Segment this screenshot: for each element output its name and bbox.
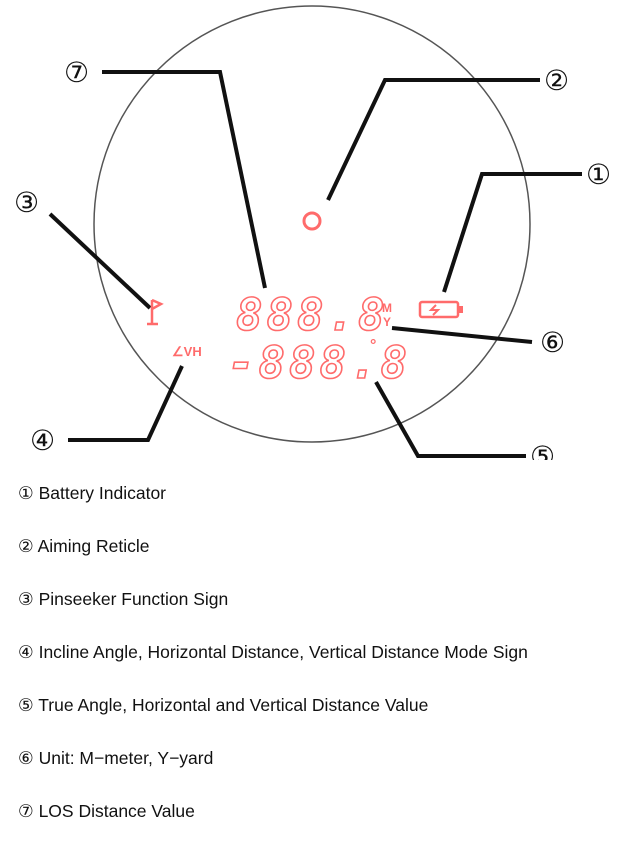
legend-number: ⑤ xyxy=(18,695,34,715)
legend-item-unit: ⑥ Unit: M−meter, Y−yard xyxy=(18,741,618,794)
legend-text: LOS Distance Value xyxy=(38,801,195,821)
callout-number-1: ① xyxy=(586,158,611,191)
legend-text: Aiming Reticle xyxy=(37,536,150,556)
callout-number-4: ④ xyxy=(30,424,55,457)
legend-text: Battery Indicator xyxy=(38,483,166,503)
legend-text: Incline Angle, Horizontal Distance, Vert… xyxy=(38,642,528,662)
legend-item-angle-value: ⑤ True Angle, Horizontal and Vertical Di… xyxy=(18,688,618,741)
field-of-view-circle xyxy=(93,5,531,443)
legend-number: ⑥ xyxy=(18,748,34,768)
legend-text: Pinseeker Function Sign xyxy=(38,589,229,609)
rangefinder-display-diagram: ⑦ ② ① ③ ⑥ ④ ⑤ 888.8 -888.8 M Y ∠VH ° xyxy=(14,5,611,460)
legend-item-mode-sign: ④ Incline Angle, Horizontal Distance, Ve… xyxy=(18,635,618,688)
legend-text: True Angle, Horizontal and Vertical Dist… xyxy=(38,695,429,715)
callout-number-5: ⑤ xyxy=(530,440,555,460)
legend-list: ① Battery Indicator ② Aiming Reticle ③ P… xyxy=(18,476,618,847)
legend-item-los-distance: ⑦ LOS Distance Value xyxy=(18,794,618,847)
pinseeker-flag-icon xyxy=(147,298,164,326)
leader-line-1 xyxy=(442,172,582,293)
callout-number-6: ⑥ xyxy=(540,326,565,359)
leader-line-3 xyxy=(48,212,152,310)
los-distance-readout: 888.8 xyxy=(236,290,388,341)
aiming-reticle-icon xyxy=(302,211,322,231)
callout-number-2: ② xyxy=(544,64,569,97)
degree-mark: ° xyxy=(370,337,376,354)
leader-line-6 xyxy=(391,326,533,344)
legend-item-reticle: ② Aiming Reticle xyxy=(18,529,618,582)
leader-line-4 xyxy=(68,365,184,442)
callout-number-3: ③ xyxy=(14,186,39,219)
angle-distance-readout: -888.8 xyxy=(228,338,411,389)
legend-item-battery: ① Battery Indicator xyxy=(18,476,618,529)
unit-meter-label: M xyxy=(382,301,392,315)
legend-number: ② xyxy=(18,536,34,556)
legend-number: ① xyxy=(18,483,34,503)
legend-item-pinseeker: ③ Pinseeker Function Sign xyxy=(18,582,618,635)
unit-yard-label: Y xyxy=(383,315,391,329)
legend-text: Unit: M−meter, Y−yard xyxy=(38,748,214,768)
angle-mode-sign: ∠VH xyxy=(172,344,202,359)
callout-number-7: ⑦ xyxy=(64,56,89,89)
battery-indicator-icon xyxy=(418,300,463,319)
legend-number: ⑦ xyxy=(18,801,34,821)
leader-line-7 xyxy=(102,70,267,289)
leader-line-5 xyxy=(374,381,526,458)
legend-number: ④ xyxy=(18,642,34,662)
legend-number: ③ xyxy=(18,589,34,609)
leader-line-2 xyxy=(326,78,540,201)
